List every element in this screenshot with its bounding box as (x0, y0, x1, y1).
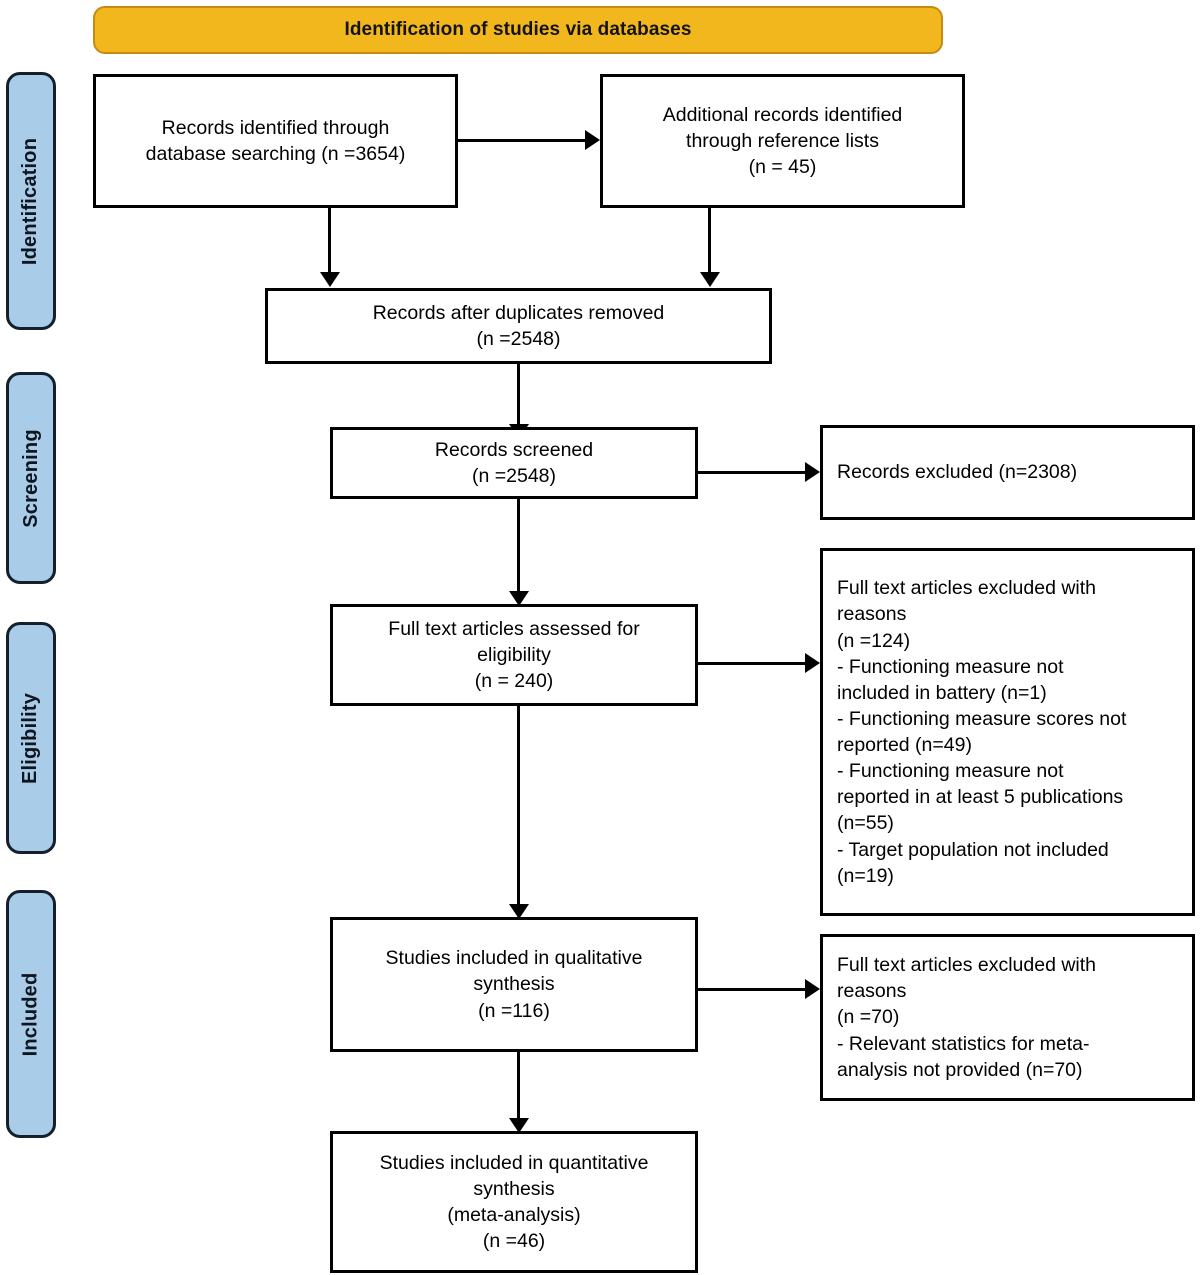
connector-qualitative-to-quantitative (517, 1052, 520, 1120)
connector-identified-to-duplicates (328, 208, 331, 274)
arrowhead-screened-to-fulltext (509, 591, 529, 606)
connector-duplicates-to-screened (517, 364, 520, 426)
connector-assessed-to-excluded-reasons (698, 662, 805, 665)
arrowhead-qualitative-to-quantitative (509, 1118, 529, 1133)
arrowhead-additional-to-duplicates (700, 272, 720, 287)
connector-screened-to-fulltext (517, 499, 520, 593)
arrowhead-identified-to-additional (585, 130, 600, 150)
box-additional-records: Additional records identified through re… (600, 74, 965, 208)
box-fulltext-excluded-eligibility: Full text articles excluded with reasons… (820, 548, 1195, 916)
phase-label-identification: Identification (19, 137, 42, 265)
phase-label-included: Included (19, 972, 42, 1056)
arrowhead-assessed-to-excluded-reasons (805, 653, 820, 673)
box-duplicates-removed: Records after duplicates removed (n =254… (265, 288, 772, 364)
arrowhead-assessed-to-qualitative (509, 904, 529, 919)
arrowhead-screened-to-excluded (805, 462, 820, 482)
connector-assessed-to-qualitative (517, 706, 520, 906)
phase-label-screening: Screening (19, 428, 42, 528)
connector-screened-to-excluded (698, 471, 805, 474)
phase-tab-screening: Screening (6, 372, 56, 584)
arrowhead-qualitative-to-excluded-reasons (805, 979, 820, 999)
box-records-identified: Records identified through database sear… (93, 74, 458, 208)
phase-tab-included: Included (6, 890, 56, 1138)
diagram-banner-title: Identification of studies via databases (93, 6, 943, 54)
arrowhead-identified-to-duplicates (320, 272, 340, 287)
connector-additional-to-duplicates (708, 208, 711, 274)
connector-qualitative-to-excluded-reasons (698, 988, 805, 991)
box-records-screened: Records screened (n =2548) (330, 427, 698, 499)
box-fulltext-assessed: Full text articles assessed for eligibil… (330, 604, 698, 706)
connector-identified-to-additional (458, 139, 585, 142)
box-fulltext-excluded-included: Full text articles excluded with reasons… (820, 934, 1195, 1101)
box-records-excluded: Records excluded (n=2308) (820, 425, 1195, 520)
box-quantitative-synthesis: Studies included in quantitative synthes… (330, 1131, 698, 1273)
phase-tab-identification: Identification (6, 72, 56, 330)
phase-label-eligibility: Eligibility (19, 692, 42, 784)
box-qualitative-synthesis: Studies included in qualitative synthesi… (330, 917, 698, 1052)
phase-tab-eligibility: Eligibility (6, 622, 56, 854)
